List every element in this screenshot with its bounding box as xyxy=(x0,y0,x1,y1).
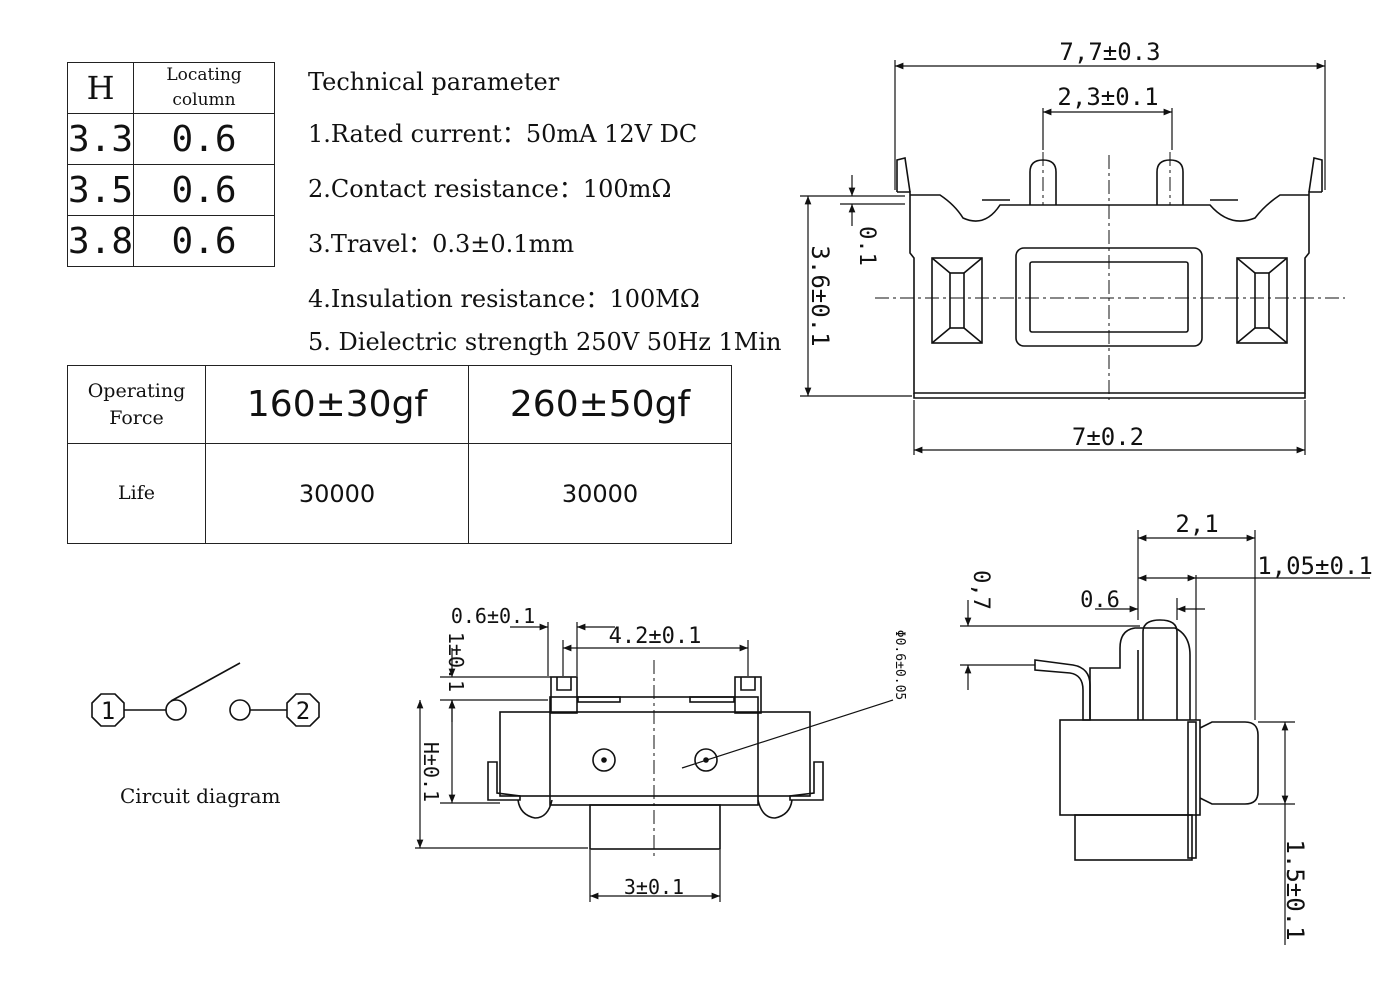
side-dimensions xyxy=(960,530,1370,945)
terminal-2-label: 2 xyxy=(296,697,310,725)
dim-bottom-hole: Φ0.6±0.05 xyxy=(892,630,907,700)
locating-column-header: Locating column xyxy=(133,62,275,114)
dim-side-offset: 1,05±0.1 xyxy=(1257,552,1373,580)
dim-front-pin-spacing: 2,3±0.1 xyxy=(1057,83,1158,111)
switch-blade xyxy=(170,662,241,702)
h-header: H xyxy=(66,62,135,114)
dim-bottom-h: H±0.1 xyxy=(419,742,443,802)
switch-contact xyxy=(229,699,251,721)
dim-side-height: 1.5±0.1 xyxy=(1281,839,1309,940)
force-value: 260±50gf xyxy=(468,365,732,444)
h-value: 3.8 xyxy=(66,215,135,267)
operating-force-label: Operating Force xyxy=(67,365,206,444)
tech-title: Technical parameter xyxy=(308,68,560,96)
dim-bottom-post-spacing: 4.2±0.1 xyxy=(609,624,702,649)
bottom-dimensions xyxy=(415,622,894,902)
circuit-diagram xyxy=(91,662,320,727)
h-table: H Locating column 3.3 0.6 3.5 0.6 3.8 0.… xyxy=(66,62,275,267)
terminal-1-label: 1 xyxy=(101,697,115,725)
h-value: 3.3 xyxy=(66,113,135,165)
tech-item: 2.Contact resistance：100mΩ xyxy=(308,175,672,203)
dim-front-small: 0.1 xyxy=(854,226,879,266)
dim-bottom-actuator-width: 3±0.1 xyxy=(624,875,684,899)
force-life-table: Operating Force 160±30gf 260±50gf Life 3… xyxy=(67,365,732,544)
tech-item: 4.Insulation resistance：100MΩ xyxy=(308,285,700,313)
switch-contact xyxy=(165,699,187,721)
dim-bottom-post-height: 1±0.1 xyxy=(444,632,468,692)
terminal-2-octagon xyxy=(286,693,320,727)
dim-side-top: 2,1 xyxy=(1175,510,1218,538)
locating-value: 0.6 xyxy=(133,215,275,267)
dim-bottom-post-width: 0.6±0.1 xyxy=(451,604,535,628)
tech-item: 1.Rated current：50mA 12V DC xyxy=(308,120,698,148)
dim-side-vertical: 0,7 xyxy=(968,570,993,610)
life-value: 30000 xyxy=(468,443,732,544)
tech-item: 3.Travel：0.3±0.1mm xyxy=(308,230,575,258)
terminal-1-octagon xyxy=(91,693,125,727)
life-value: 30000 xyxy=(205,443,469,544)
dim-front-height: 3.6±0.1 xyxy=(806,245,834,346)
force-value: 160±30gf xyxy=(205,365,469,444)
dim-front-width-top: 7,7±0.3 xyxy=(1059,38,1160,66)
circuit-caption: Circuit diagram xyxy=(120,784,281,808)
life-label: Life xyxy=(67,443,206,544)
dim-front-width-bottom: 7±0.2 xyxy=(1072,423,1144,451)
side-view xyxy=(1034,619,1259,861)
locating-value: 0.6 xyxy=(133,113,275,165)
front-dimensions xyxy=(800,60,1326,455)
bottom-view xyxy=(487,676,824,850)
tech-item: 5. Dielectric strength 250V 50Hz 1Min xyxy=(308,328,782,356)
front-center-lines xyxy=(875,152,1345,400)
dim-side-post: 0.6 xyxy=(1080,588,1120,613)
